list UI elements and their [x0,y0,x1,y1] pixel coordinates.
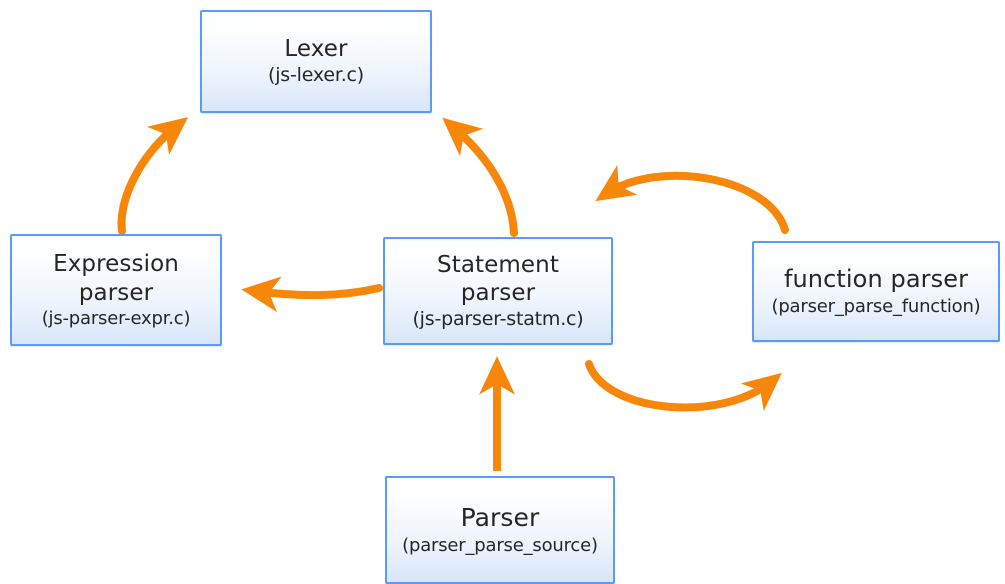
node-function-parser[interactable]: function parser (parser_parse_function) [752,241,1000,342]
edge-statm-to-expr [241,276,383,313]
node-statement-parser[interactable]: Statement parser (js-parser-statm.c) [383,237,613,345]
edge-expr-to-lexer [117,117,189,235]
node-lexer[interactable]: Lexer (js-lexer.c) [200,10,432,113]
node-expression-parser-title: Expression parser [53,251,179,306]
node-function-parser-subtitle: (parser_parse_function) [771,295,981,317]
node-lexer-subtitle: (js-lexer.c) [268,64,364,87]
node-lexer-title: Lexer [284,36,348,63]
node-expression-parser-subtitle: (js-parser-expr.c) [41,307,191,329]
node-expression-parser[interactable]: Expression parser (js-parser-expr.c) [10,234,222,346]
edge-func-to-statm [595,164,789,234]
node-parser-title: Parser [460,503,540,533]
edge-statm-to-func [585,360,782,412]
node-parser[interactable]: Parser (parser_parse_source) [385,476,615,584]
edge-statm-to-lexer [442,117,518,237]
node-parser-subtitle: (parser_parse_source) [402,534,598,556]
node-statement-parser-subtitle: (js-parser-statm.c) [412,307,584,330]
node-statement-parser-title: Statement parser [437,251,559,306]
node-function-parser-title: function parser [783,265,969,294]
